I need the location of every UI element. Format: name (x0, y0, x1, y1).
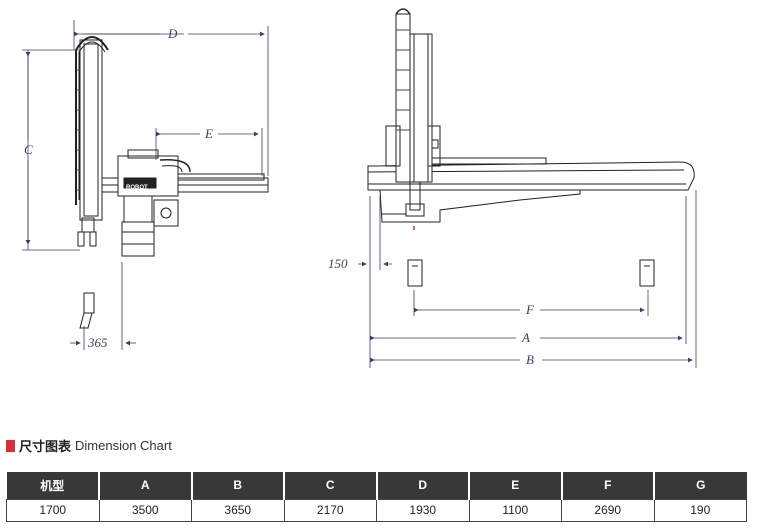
dimension-a-label: A (521, 330, 530, 345)
cell-e: 1100 (468, 498, 562, 522)
dimension-f-label: F (525, 302, 535, 317)
dimension-c-label: C (24, 142, 33, 157)
table-row: 1700 3500 3650 2170 1930 1100 2690 190 (6, 498, 747, 522)
cell-g: 190 (653, 498, 747, 522)
technical-drawing: D E C 365 ROBOT (22, 8, 697, 368)
front-view (367, 8, 695, 287)
side-view-dimensions (22, 20, 269, 350)
cell-f: 2690 (561, 498, 655, 522)
cell-d: 1930 (376, 498, 470, 522)
side-view (75, 36, 269, 329)
column-header-b: B (191, 472, 285, 499)
dimension-365-label: 365 (87, 335, 108, 350)
section-marker (6, 439, 15, 452)
column-header-e: E (469, 472, 563, 499)
column-header-g: G (654, 472, 747, 499)
column-header-d: D (376, 472, 470, 499)
table-header-row: 机型 A B C D E F G (6, 472, 747, 499)
section-title-cn: 尺寸图表 (19, 439, 72, 454)
front-view-dimensions (358, 190, 697, 368)
column-header-model: 机型 (6, 472, 100, 499)
dimension-b-label: B (526, 352, 534, 367)
cell-c: 2170 (283, 498, 377, 522)
section-title-en: Dimension Chart (75, 438, 172, 453)
cell-model: 1700 (6, 498, 100, 522)
dimension-d-label: D (167, 26, 178, 41)
column-header-a: A (99, 472, 193, 499)
cell-b: 3650 (191, 498, 285, 522)
column-header-c: C (284, 472, 378, 499)
section-header: 尺寸图表 Dimension Chart (6, 436, 172, 455)
robot-label: ROBOT (126, 185, 148, 191)
dimension-e-label: E (204, 126, 213, 141)
cell-a: 3500 (98, 498, 192, 522)
column-header-f: F (561, 472, 655, 499)
dimension-table: 机型 A B C D E F G 1700 3500 3650 2170 193… (6, 472, 747, 522)
dimension-150-label: 150 (328, 256, 348, 271)
